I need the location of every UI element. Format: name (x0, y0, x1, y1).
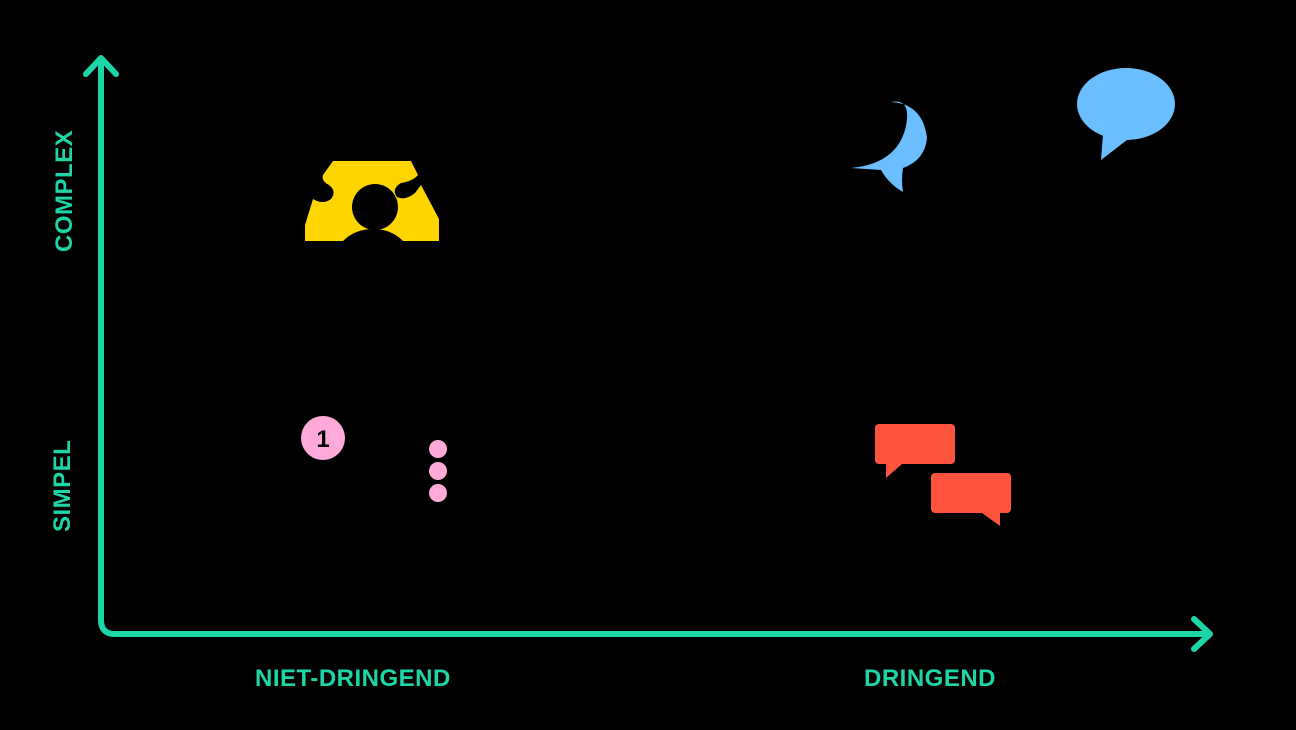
y-axis-line (98, 57, 1211, 637)
badge-number: 1 (316, 426, 329, 453)
messages-icon (875, 424, 1011, 526)
y-axis-arrowhead (83, 55, 119, 77)
x-axis-label-dringend: DRINGEND (864, 665, 997, 692)
x-axis-arrowhead (1191, 616, 1213, 652)
y-axis-label-complex: COMPLEX (51, 129, 78, 252)
crescent-bubble (851, 101, 927, 192)
y-axis-label-simpel: SIMPEL (49, 439, 76, 532)
more-dots-icon (429, 440, 447, 502)
x-axis-label-niet-dringend: NIET-DRINGEND (255, 665, 451, 692)
notification-badge-icon: 1 (301, 416, 345, 460)
chat-bubbles-icon (851, 68, 1175, 192)
support-agent-icon (305, 161, 439, 241)
oval-bubble (1077, 68, 1175, 140)
